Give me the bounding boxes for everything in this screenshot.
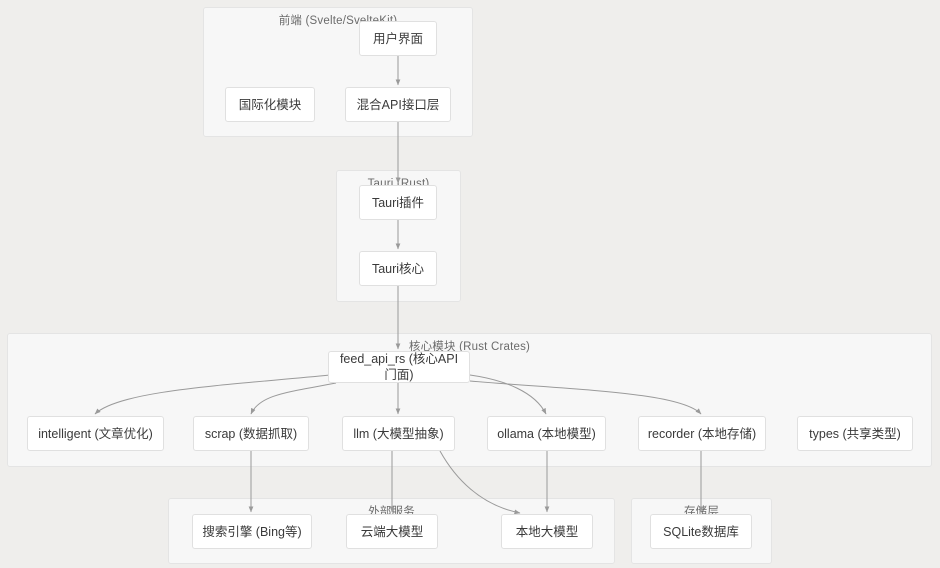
node-locallm[interactable]: 本地大模型: [501, 514, 593, 549]
node-types[interactable]: types (共享类型): [797, 416, 913, 451]
node-llm[interactable]: llm (大模型抽象): [342, 416, 455, 451]
node-search[interactable]: 搜索引擎 (Bing等): [192, 514, 312, 549]
node-i18n[interactable]: 国际化模块: [225, 87, 315, 122]
node-tauricore[interactable]: Tauri核心: [359, 251, 437, 286]
node-intelligent[interactable]: intelligent (文章优化): [27, 416, 164, 451]
node-ui[interactable]: 用户界面: [359, 21, 437, 56]
node-scrap[interactable]: scrap (数据抓取): [193, 416, 309, 451]
node-recorder[interactable]: recorder (本地存储): [638, 416, 766, 451]
group-label-core: 核心模块 (Rust Crates): [408, 341, 531, 353]
node-plugin[interactable]: Tauri插件: [359, 185, 437, 220]
node-api[interactable]: 混合API接口层: [345, 87, 451, 122]
node-feed[interactable]: feed_api_rs (核心API门面): [328, 351, 470, 383]
node-sqlite[interactable]: SQLite数据库: [650, 514, 752, 549]
node-cloudllm[interactable]: 云端大模型: [346, 514, 438, 549]
node-ollama[interactable]: ollama (本地模型): [487, 416, 606, 451]
